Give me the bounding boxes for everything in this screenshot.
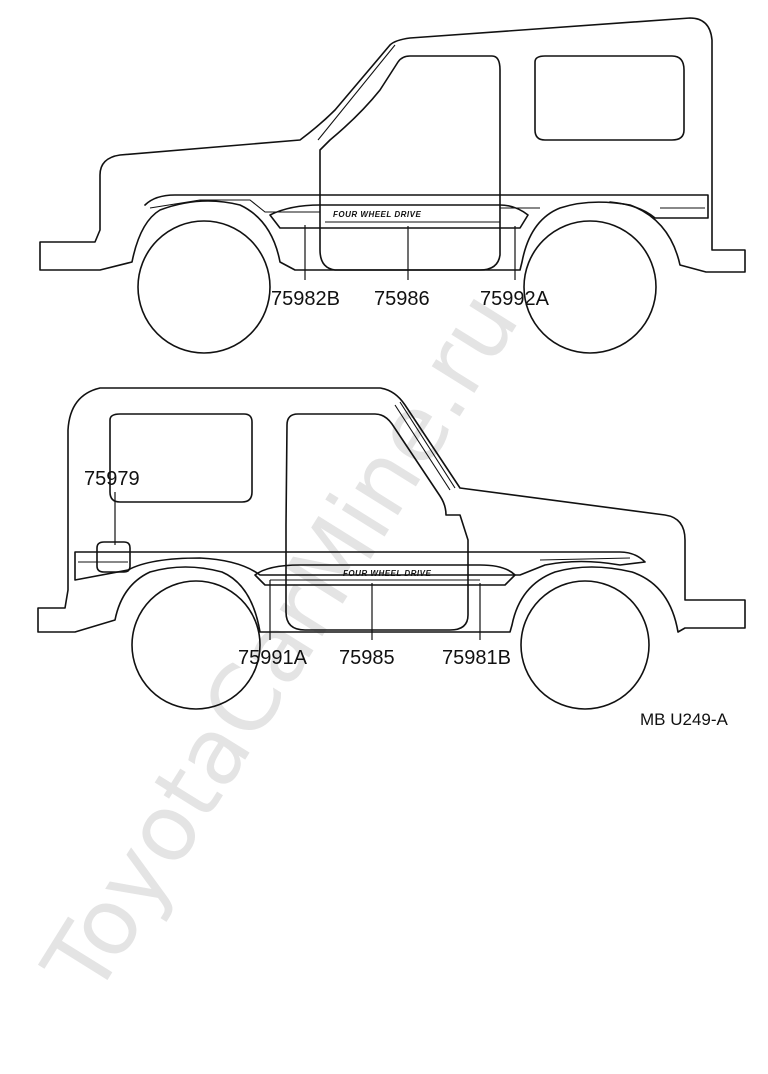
- windshield-pillar-bottom: [394, 401, 456, 491]
- watermark-text: ToyotaCarMine.ru: [22, 273, 539, 1012]
- front-wheel-top: [137, 220, 271, 354]
- callout-75991A: 75991A: [238, 647, 308, 669]
- front-wheel-bottom: [520, 580, 650, 710]
- stripe-text-bottom: FOUR WHEEL DRIVE: [343, 569, 431, 578]
- rocker-stripe-top: [269, 204, 529, 229]
- callout-75992A: 75992A: [480, 288, 550, 310]
- door-bottom: [285, 413, 469, 631]
- side-stripe-top: [144, 194, 709, 219]
- callout-75979: 75979: [84, 468, 140, 490]
- callout-75982B: 75982B: [271, 288, 340, 310]
- fuel-lid: [96, 541, 131, 573]
- callout-75985: 75985: [339, 647, 395, 669]
- side-stripe-inner-bottom: [78, 557, 631, 563]
- callout-75986: 75986: [374, 288, 430, 310]
- rear-wheel-top: [523, 220, 657, 354]
- vehicle-top-view: FOUR WHEEL DRIVE: [39, 17, 746, 354]
- vehicle-bottom-view: FOUR WHEEL DRIVE: [37, 387, 746, 710]
- callout-75981B: 75981B: [442, 647, 511, 669]
- side-stripe-bottom: [74, 551, 646, 581]
- stripe-text-top: FOUR WHEEL DRIVE: [333, 210, 421, 219]
- door-top: [319, 55, 501, 271]
- side-stripe-inner-top: [149, 199, 705, 213]
- rear-wheel-bottom: [131, 580, 261, 710]
- windshield-pillar-top: [317, 44, 396, 141]
- rocker-stripe-bottom: [254, 564, 516, 586]
- rear-window-top: [534, 55, 685, 141]
- body-outline-bottom: [37, 387, 746, 633]
- diagram-code: MB U249-A: [640, 710, 729, 729]
